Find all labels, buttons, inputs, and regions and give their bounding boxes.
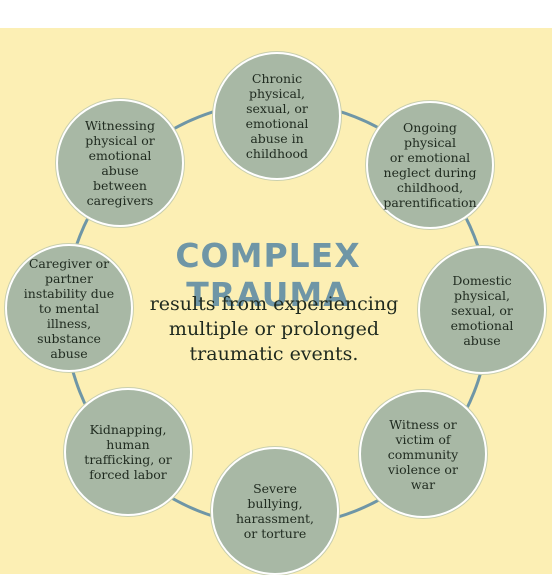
node-bullying-label: Severe bullying, harassment, or torture — [235, 481, 315, 541]
node-witnessing-abuse: Witnessing physical or emotional abuse b… — [56, 99, 184, 227]
node-caregiver-instability: Caregiver or partner instability due to … — [5, 244, 133, 372]
node-kidnapping: Kidnapping, human trafficking, or forced… — [64, 388, 192, 516]
node-chronic-abuse-label: Chronic physical, sexual, or emotional a… — [245, 71, 309, 161]
center-subtitle: results from experiencing multiple or pr… — [149, 293, 399, 365]
center-title: COMPLEX TRAUMA — [175, 236, 361, 314]
node-caregiver-instability-label: Caregiver or partner instability due to … — [23, 255, 115, 361]
node-bullying: Severe bullying, harassment, or torture — [211, 447, 339, 575]
node-ongoing-neglect: Ongoing physical or emotional neglect du… — [366, 101, 494, 229]
node-domestic-abuse: Domestic physical, sexual, or emotional … — [418, 246, 546, 374]
node-kidnapping-label: Kidnapping, human trafficking, or forced… — [84, 422, 172, 482]
node-community-violence: Witness or victim of community violence … — [359, 390, 487, 518]
node-ongoing-neglect-label: Ongoing physical or emotional neglect du… — [383, 120, 477, 210]
node-domestic-abuse-label: Domestic physical, sexual, or emotional … — [450, 272, 514, 348]
node-witnessing-abuse-label: Witnessing physical or emotional abuse b… — [85, 118, 155, 208]
node-chronic-abuse: Chronic physical, sexual, or emotional a… — [213, 52, 341, 180]
node-community-violence-label: Witness or victim of community violence … — [387, 416, 459, 492]
